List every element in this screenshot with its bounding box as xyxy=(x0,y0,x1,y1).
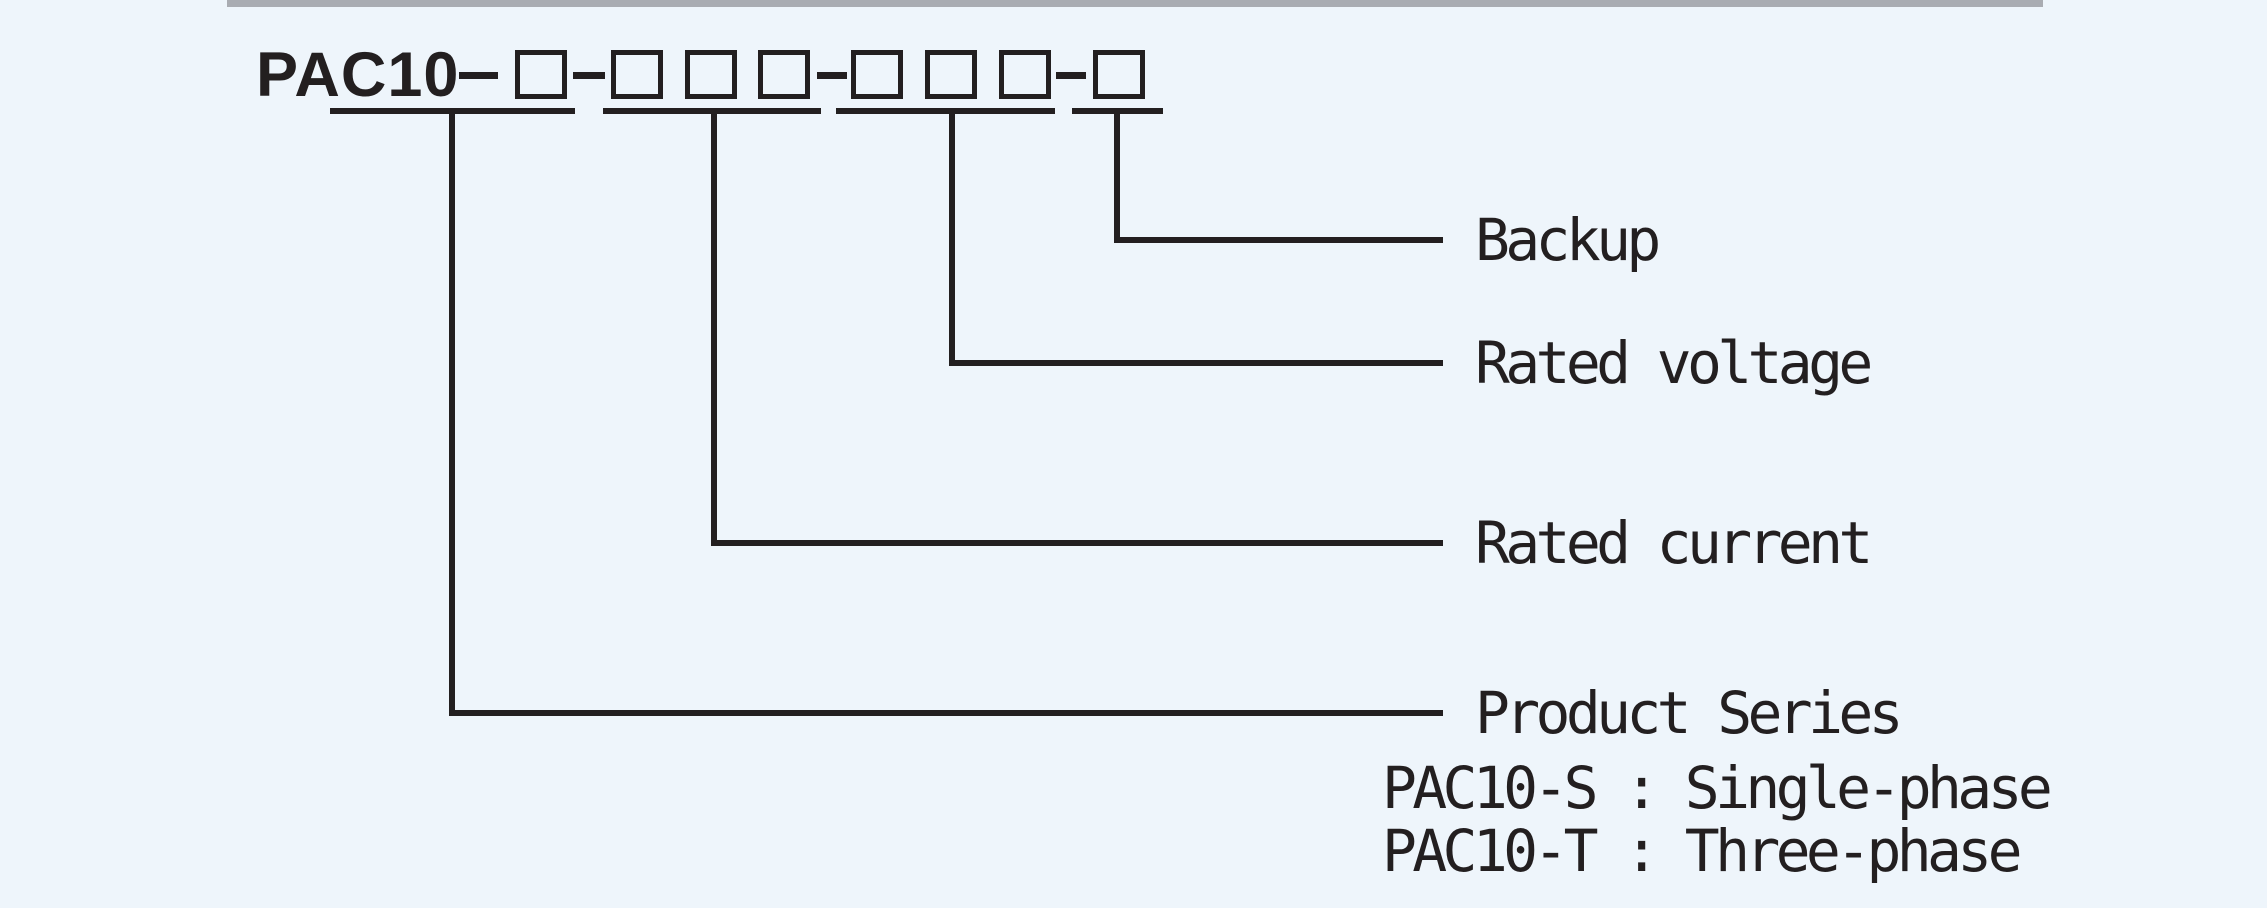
leader-vertical-rated-voltage xyxy=(949,108,955,366)
placeholder-box-voltage-1 xyxy=(851,50,903,99)
model-code-prefix: PAC10 xyxy=(256,40,460,110)
code-hyphen-3 xyxy=(817,72,847,79)
placeholder-box-current-3 xyxy=(758,50,810,99)
placeholder-box-backup xyxy=(1093,50,1145,99)
leader-vertical-rated-current xyxy=(711,108,717,546)
placeholder-box-phase xyxy=(515,50,567,99)
callout-label-rated-current: Rated current xyxy=(1475,509,1873,577)
leader-vertical-product-series xyxy=(449,108,455,716)
placeholder-box-voltage-3 xyxy=(999,50,1051,99)
leader-horizontal-rated-current xyxy=(711,540,1443,546)
callout-label-product-series: Product Series xyxy=(1475,679,1904,747)
leader-horizontal-product-series xyxy=(449,710,1443,716)
underline-rated-voltage xyxy=(836,108,1055,114)
series-option-single-phase: PAC10-S : Single-phase xyxy=(1382,754,2053,822)
code-hyphen-4 xyxy=(1056,72,1086,79)
placeholder-box-current-1 xyxy=(611,50,663,99)
callout-label-backup: Backup xyxy=(1475,206,1661,274)
series-option-three-phase: PAC10-T : Three-phase xyxy=(1382,817,2022,885)
placeholder-box-current-2 xyxy=(685,50,737,99)
leader-horizontal-rated-voltage xyxy=(949,360,1443,366)
code-hyphen-2 xyxy=(573,72,605,79)
leader-vertical-backup xyxy=(1114,108,1120,243)
top-edge-divider xyxy=(227,0,2043,7)
leader-horizontal-backup xyxy=(1114,237,1443,243)
placeholder-box-voltage-2 xyxy=(925,50,977,99)
callout-label-rated-voltage: Rated voltage xyxy=(1475,329,1873,397)
code-hyphen-1 xyxy=(459,72,498,79)
